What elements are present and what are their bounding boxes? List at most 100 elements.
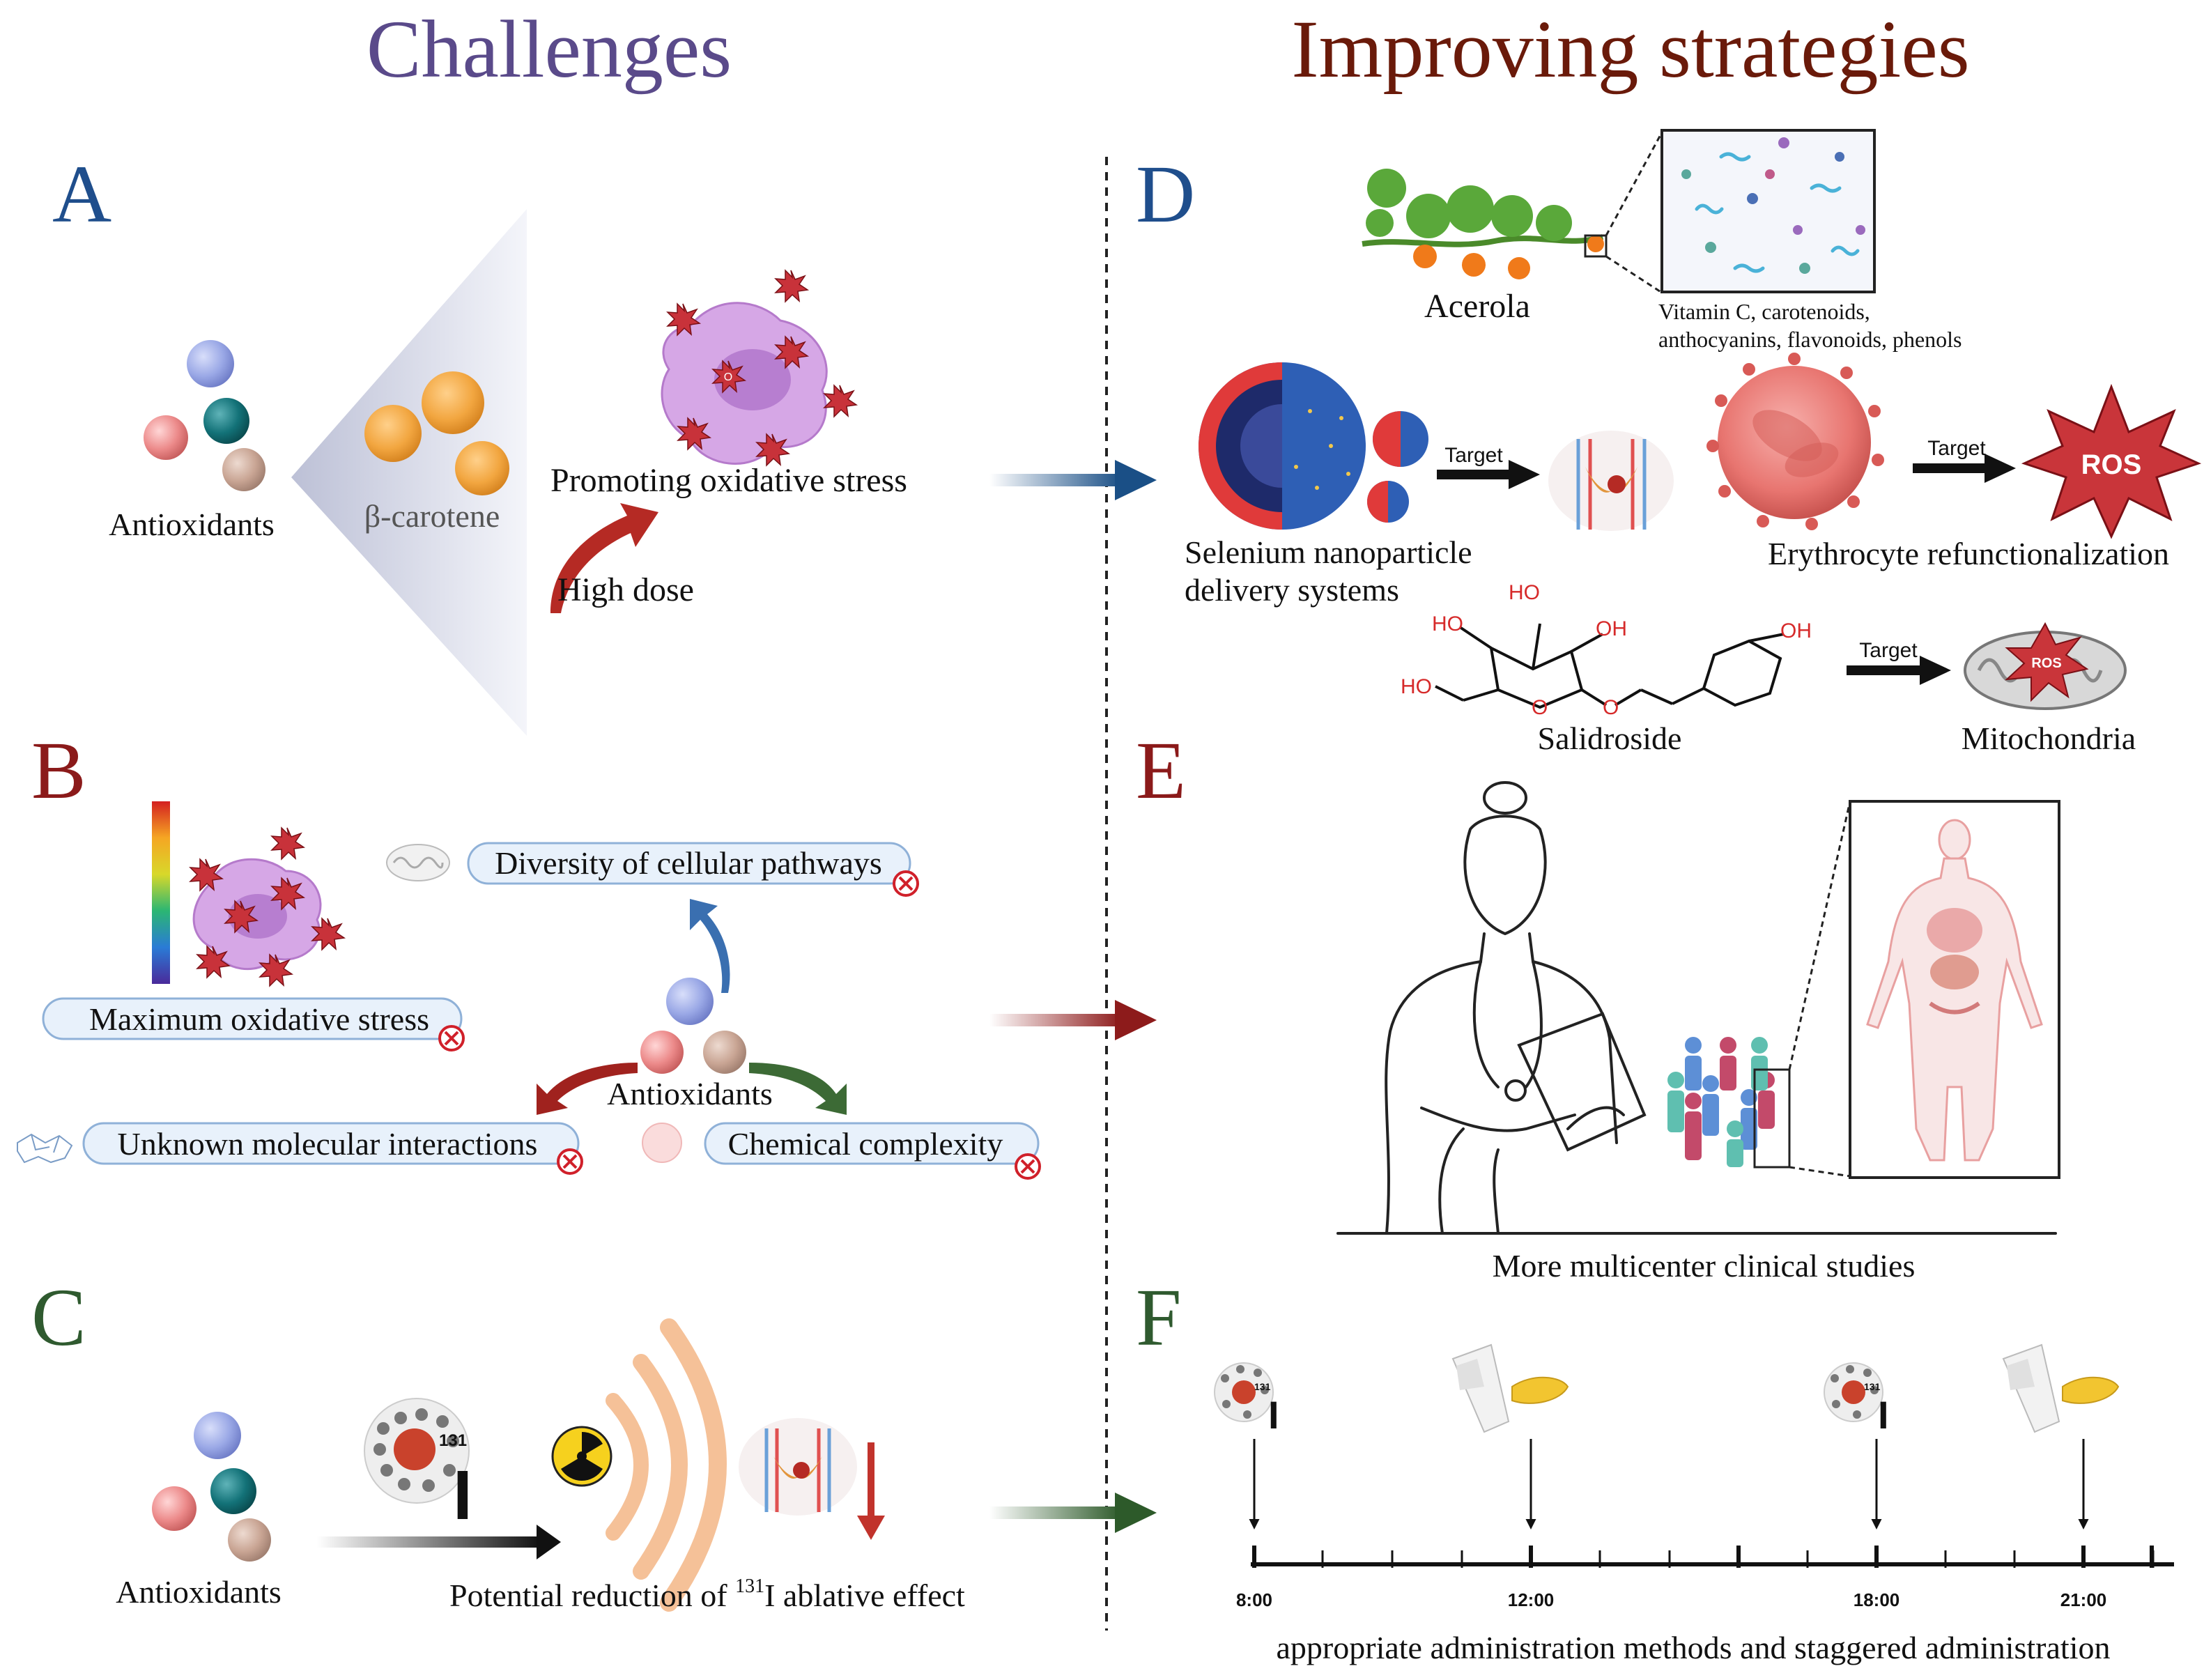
svg-text:Chemical complexity: Chemical complexity: [728, 1126, 1003, 1162]
panel-c-letter: C: [31, 1272, 86, 1363]
panel-f-letter: F: [1136, 1272, 1182, 1363]
beta-carotene-spheres: [364, 371, 509, 495]
mitochondria-icon: ROS: [1964, 622, 2127, 710]
svg-text:HO: HO: [1509, 581, 1540, 604]
phytochemical-inset: [1660, 129, 1876, 293]
svg-text:I: I: [1878, 1393, 1889, 1437]
radiation-waves: [606, 1318, 727, 1612]
svg-text:131: 131: [1864, 1381, 1881, 1392]
panel-d-letter: D: [1136, 148, 1195, 240]
panel-c-antioxidants-label: Antioxidants: [116, 1574, 282, 1610]
time-12: 12:00: [1508, 1589, 1555, 1610]
arrow-b-to-e: [989, 1000, 1157, 1040]
timeline-axis: [1251, 1546, 2174, 1568]
time-18: 18:00: [1854, 1589, 1900, 1610]
administration-label: appropriate administration methods and s…: [1277, 1630, 2111, 1665]
patient-group-icon: [1667, 1037, 1791, 1169]
beta-carotene-label: β-carotene: [364, 498, 500, 534]
target-label-3: Target: [1859, 639, 1918, 662]
molecule-network-icon: [17, 1133, 73, 1164]
selenium-nanoparticle: [1199, 362, 1428, 530]
ros-burst: ROS: [2021, 383, 2202, 539]
challenges-header: Challenges: [367, 3, 732, 95]
svg-text:Diversity of cellular pathways: Diversity of cellular pathways: [495, 845, 882, 881]
panel-a-antioxidants-label: Antioxidants: [109, 507, 275, 542]
diversity-pill: Diversity of cellular pathways: [467, 842, 919, 897]
high-dose-label: High dose: [557, 571, 694, 608]
arrow-c-black: [317, 1525, 561, 1559]
decrease-arrow-c: [857, 1442, 885, 1540]
svg-text:OH: OH: [1780, 619, 1812, 642]
svg-text:HO: HO: [1401, 675, 1432, 698]
target-label-2: Target: [1927, 437, 1986, 460]
svg-text:I: I: [1268, 1393, 1279, 1437]
svg-text:Maximum oxidative stress: Maximum oxidative stress: [89, 1001, 429, 1037]
target-arrow-1: [1437, 460, 1540, 489]
arrow-up-diversity: [690, 899, 730, 993]
salidroside-atom-labels: HO HO OH HO O O OH: [1401, 581, 1812, 719]
timeline-labels: 8:00 12:00 18:00 21:00: [1236, 1589, 2106, 1610]
oxidative-stress-scale: [152, 801, 170, 984]
svg-text:OH: OH: [1596, 617, 1627, 640]
unknown-interactions-pill: Unknown molecular interactions: [82, 1122, 583, 1175]
iodine-atom-f2: 131 I: [1824, 1362, 1889, 1437]
erythrocyte-label: Erythrocyte refunctionalization: [1768, 536, 2169, 571]
svg-text:O: O: [1603, 696, 1619, 719]
svg-text:ROS: ROS: [2081, 449, 2142, 480]
antioxidant-spheres-b: [640, 978, 746, 1074]
arrow-c-to-f: [989, 1493, 1157, 1533]
target-arrow-2: [1913, 454, 2016, 483]
beta-carotene-cone: [291, 209, 527, 736]
svg-text:Unknown molecular interactions: Unknown molecular interactions: [118, 1126, 538, 1162]
svg-text:HO: HO: [1432, 612, 1463, 635]
panel-b-antioxidants-label: Antioxidants: [607, 1076, 773, 1111]
target-arrow-3: [1847, 656, 1951, 685]
stressed-cell-a: O: [661, 270, 857, 466]
meal-icon-f1: [1451, 1343, 1569, 1433]
antioxidant-spheres-a: [144, 340, 265, 491]
promoting-oxidative-stress: Promoting oxidative stress: [550, 462, 907, 499]
strategies-header: Improving strategies: [1291, 3, 1969, 95]
chemical-complexity-pill: Chemical complexity: [704, 1122, 1041, 1180]
zoom-line-e: [1789, 1166, 1851, 1178]
iodine-atom-f1: 131 I: [1214, 1362, 1279, 1437]
timeline-drop-lines: [1249, 1439, 2089, 1529]
arrow-a-to-d: [989, 460, 1157, 500]
svg-text:ROS: ROS: [2031, 656, 2061, 671]
svg-text:O: O: [1532, 696, 1548, 719]
mitochondria-small-icon: [386, 844, 450, 881]
mitochondria-label: Mitochondria: [1962, 720, 2136, 756]
arrow-right-chemical: [749, 1063, 847, 1115]
panel-b-letter: B: [31, 725, 86, 816]
high-dose-arrow: [550, 503, 658, 613]
doctor-line-drawing: [1336, 781, 2057, 1235]
arrow-left-unknown: [537, 1063, 638, 1115]
acerola-plant: [1362, 169, 1608, 279]
multicenter-label: More multicenter clinical studies: [1493, 1248, 1916, 1284]
svg-text:131: 131: [1254, 1381, 1271, 1392]
zoom-line-e-top: [1788, 801, 1851, 1070]
svg-text:131: 131: [439, 1431, 467, 1450]
salidroside-structure: [1435, 623, 1785, 709]
reduction-label: Potential reduction of 131I ablative eff…: [449, 1575, 965, 1613]
radiation-icon: [551, 1426, 612, 1487]
svg-text:I: I: [453, 1456, 472, 1534]
chemical-sphere-icon: [642, 1123, 682, 1163]
zoom-line-top: [1605, 132, 1663, 236]
vitamins-line-1: Vitamin C, carotenoids,: [1658, 299, 1870, 324]
max-oxidative-stress-pill: Maximum oxidative stress: [42, 997, 465, 1051]
selenium-label-line-2: delivery systems: [1185, 572, 1399, 608]
thyroid-illustration-c: [739, 1418, 857, 1516]
vitamins-line-2: anthocyanins, flavonoids, phenols: [1658, 327, 1962, 352]
human-anatomy-inset: [1849, 800, 2060, 1179]
meal-icon-f2: [2002, 1343, 2120, 1433]
stressed-cell-b: [190, 827, 345, 987]
panel-e-letter: E: [1136, 725, 1186, 816]
target-label-1: Target: [1444, 444, 1503, 467]
thyroid-illustration-d: [1548, 431, 1674, 531]
acerola-label: Acerola: [1424, 288, 1530, 325]
time-8: 8:00: [1236, 1589, 1272, 1610]
salidroside-label: Salidroside: [1538, 720, 1682, 756]
svg-text:O: O: [724, 371, 732, 383]
